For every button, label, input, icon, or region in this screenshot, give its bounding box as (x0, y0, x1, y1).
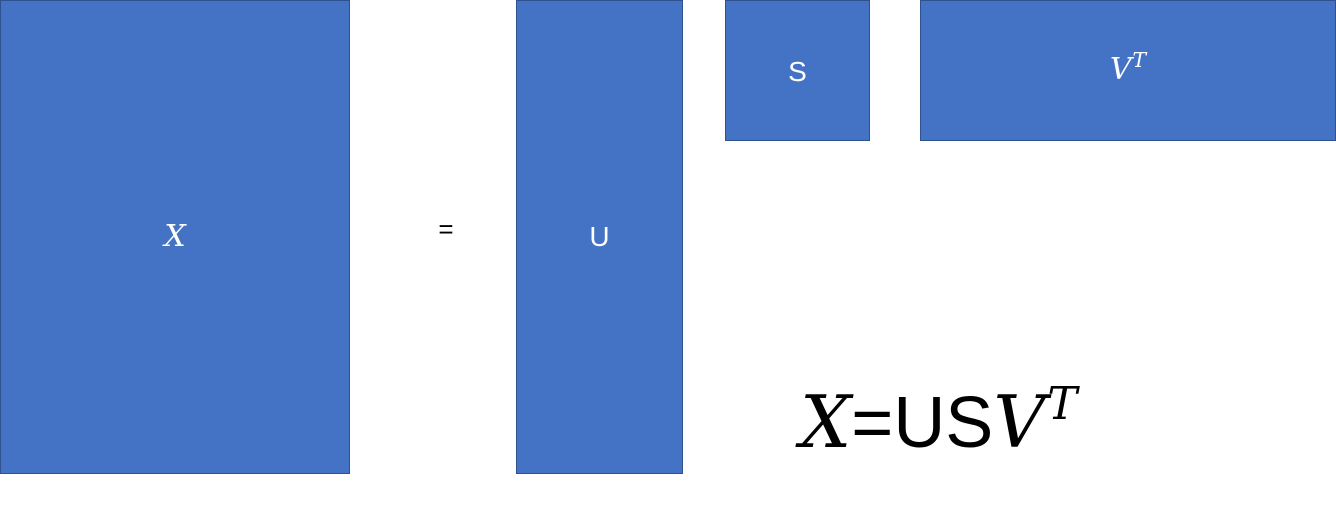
matrix-vt-superscript: T (1132, 48, 1147, 73)
matrix-vt-label: VT (1109, 50, 1146, 87)
formula-equals: = (851, 383, 894, 463)
equals-sign: = (438, 214, 454, 244)
svd-formula: X=USVT (800, 382, 1077, 459)
matrix-x: X (0, 0, 350, 474)
matrix-vt: VT (920, 0, 1336, 141)
matrix-u-label: U (589, 221, 610, 252)
formula-superscript: T (1047, 378, 1078, 431)
formula-v: V (993, 380, 1046, 464)
formula-lhs: X (800, 380, 852, 464)
matrix-s-label: S (788, 55, 807, 87)
matrix-u: U (516, 0, 683, 474)
matrix-x-label: X (164, 219, 186, 254)
matrix-vt-base: V (1109, 51, 1132, 87)
formula-us: US (893, 383, 994, 463)
matrix-s: S (725, 0, 870, 141)
